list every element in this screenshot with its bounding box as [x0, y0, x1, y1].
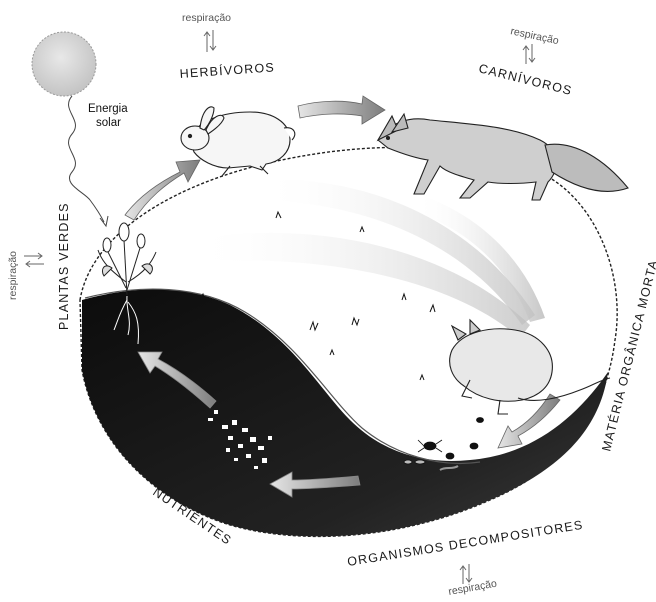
respiration-arrows-plants: [24, 253, 44, 267]
herbivores-label: HERBÍVOROS: [179, 59, 275, 81]
green-plants-label: PLANTAS VERDES: [57, 202, 71, 330]
sun-icon: [32, 32, 96, 96]
dead-animal-icon: [450, 320, 610, 414]
respiration-arrows-decomposers: [460, 564, 472, 584]
arrow-herbivores-to-carnivores: [298, 96, 385, 124]
respiration-arrows-herbivores: [204, 30, 216, 52]
carnivores-label: CARNÍVOROS: [477, 60, 574, 98]
respiration-label-carnivores: respiração: [509, 25, 560, 47]
respiration-arrows-carnivores: [523, 44, 535, 64]
dead-matter-label: MATÉRIA ORGÂNICA MORTA: [598, 258, 656, 453]
respiration-label-herbivores: respiração: [182, 12, 231, 24]
fox-icon: [378, 114, 628, 200]
respiration-label-plants: respiração: [7, 251, 19, 300]
respiration-label-decomposers: respiração: [447, 578, 498, 598]
energy-label-line1: Energia: [88, 103, 128, 115]
rabbit-icon: [181, 107, 295, 176]
energy-label-line2: solar: [96, 117, 121, 129]
